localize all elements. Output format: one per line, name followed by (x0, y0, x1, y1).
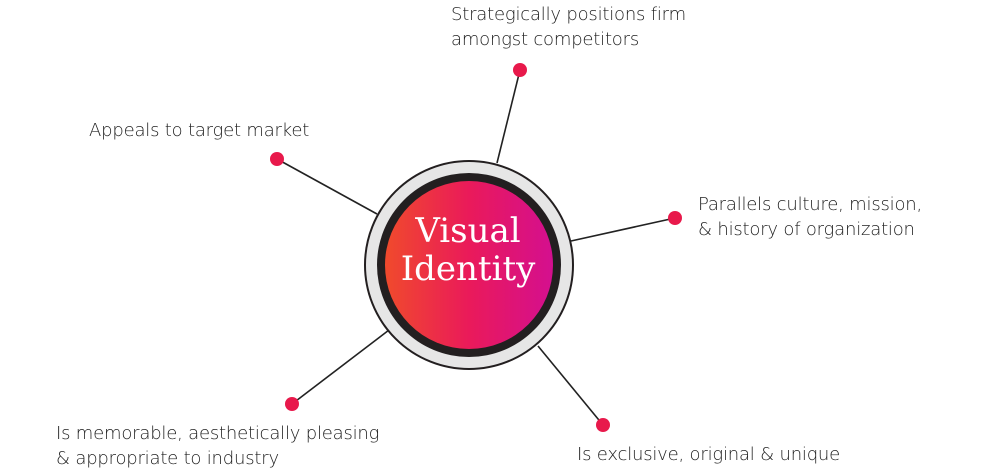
label-competitors: Strategically positions firm amongst com… (451, 2, 686, 52)
label-line: & appropriate to industry (56, 448, 279, 469)
connector-memorable (291, 329, 390, 405)
center-title-line-1: Visual (415, 211, 521, 251)
label-line: Appeals to target market (89, 120, 310, 141)
label-line: amongst competitors (451, 29, 639, 50)
dot-culture (668, 211, 682, 225)
label-exclusive: Is exclusive, original & unique (577, 442, 840, 467)
label-memorable: Is memorable, aesthetically pleasing & a… (56, 421, 379, 471)
label-target: Appeals to target market (89, 118, 309, 143)
center-title: Visual Identity (368, 212, 568, 288)
label-line: Is exclusive, original & unique (577, 444, 841, 465)
label-culture: Parallels culture, mission, & history of… (698, 192, 922, 242)
center-hub (364, 160, 574, 370)
dot-target (270, 152, 284, 166)
label-line: Is memorable, aesthetically pleasing (56, 423, 380, 444)
label-line: Strategically positions firm (451, 4, 686, 25)
connector-culture (570, 217, 676, 242)
label-line: & history of organization (698, 219, 915, 240)
connector-competitors (496, 69, 521, 164)
dot-competitors (513, 63, 527, 77)
connector-target (276, 158, 378, 215)
label-line: Parallels culture, mission, (698, 194, 923, 215)
dot-memorable (285, 397, 299, 411)
dot-exclusive (596, 418, 610, 432)
center-title-line-2: Identity (400, 249, 536, 289)
connector-exclusive (537, 345, 604, 426)
